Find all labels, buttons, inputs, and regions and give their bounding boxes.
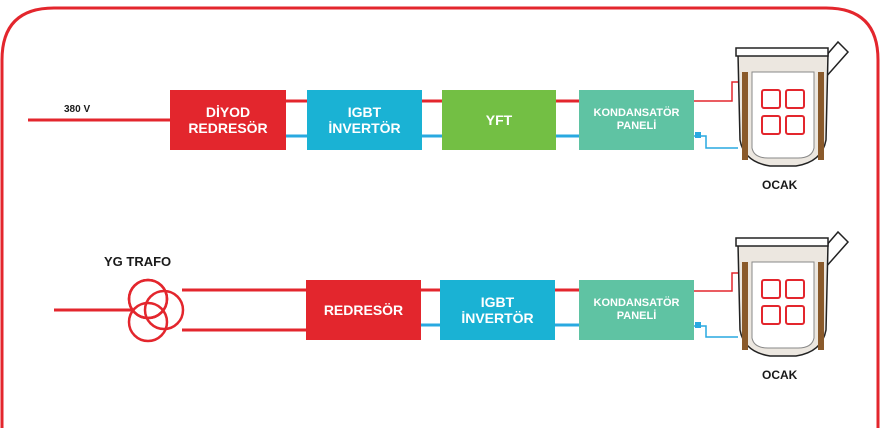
diode-rectifier-line2: REDRESÖR bbox=[188, 120, 268, 136]
transformer-label: YG TRAFO bbox=[104, 254, 172, 269]
capacitor-panel-2-line1: KONDANSATÖR bbox=[593, 297, 680, 310]
input-voltage-label: 380 V bbox=[64, 104, 91, 115]
rectifier-label: REDRESÖR bbox=[323, 301, 404, 318]
capacitor-panel-line2: PANELİ bbox=[616, 120, 657, 132]
igbt-inverter-2-line1: IGBT bbox=[480, 293, 515, 310]
diagram-frame bbox=[0, 6, 880, 428]
furnace-label: OCAK bbox=[762, 178, 798, 192]
igbt-inverter-block: IGBT İNVERTÖR bbox=[307, 90, 422, 150]
capacitor-panel-block-2: KONDANSATÖR PANELİ bbox=[579, 280, 694, 340]
capacitor-panel-2-line2: PANELİ bbox=[616, 310, 657, 322]
yft-label: YFT bbox=[485, 111, 513, 128]
furnace-label-2: OCAK bbox=[762, 368, 798, 382]
cap-furnace-red-line-1 bbox=[694, 81, 740, 102]
cap-furnace-red-line-2 bbox=[694, 272, 740, 292]
furnace-icon bbox=[735, 40, 850, 167]
transformer-symbol bbox=[127, 278, 185, 343]
igbt-inverter-line1: IGBT bbox=[347, 103, 382, 120]
igbt-inverter-block-2: IGBT İNVERTÖR bbox=[440, 280, 555, 340]
furnace-icon-2 bbox=[735, 230, 850, 357]
capacitor-panel-block: KONDANSATÖR PANELİ bbox=[579, 90, 694, 150]
rectifier-block: REDRESÖR bbox=[306, 280, 421, 340]
diode-rectifier-block: DİYOD REDRESÖR bbox=[170, 90, 286, 150]
igbt-inverter-line2: İNVERTÖR bbox=[328, 120, 401, 136]
diode-rectifier-line1: DİYOD bbox=[205, 103, 251, 120]
capacitor-panel-line1: KONDANSATÖR bbox=[593, 107, 680, 120]
yft-block: YFT bbox=[442, 90, 556, 150]
igbt-inverter-2-line2: İNVERTÖR bbox=[461, 310, 534, 326]
